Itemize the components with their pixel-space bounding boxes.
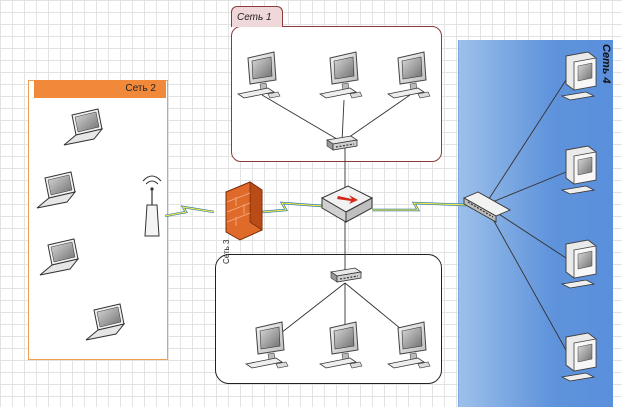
- desktop-computer-icon: [387, 51, 431, 99]
- wireless-access-point-icon: [142, 175, 162, 237]
- connection-lines: [261, 79, 567, 351]
- network-switch-icon: [326, 135, 358, 151]
- laptop-icon: [36, 171, 76, 209]
- network-switch-icon: [462, 191, 512, 223]
- desktop-computer-icon: [319, 51, 363, 99]
- desktop-computer-icon: [245, 321, 289, 369]
- desktop-computer-icon: [237, 51, 281, 99]
- network-1-tab: Сеть 1: [231, 6, 283, 27]
- network-2-header: Сеть 2: [34, 80, 166, 98]
- laptop-icon: [63, 108, 103, 146]
- network-1-label: Сеть 1: [237, 12, 272, 23]
- laptop-icon: [85, 303, 125, 341]
- desktop-computer-icon: [319, 321, 363, 369]
- server-icon: [561, 51, 597, 101]
- network-switch-icon: [330, 267, 362, 283]
- server-icon: [561, 239, 597, 289]
- wireless-link-lightning: [164, 201, 467, 218]
- laptop-icon: [39, 238, 79, 276]
- network-2-label: Сеть 2: [125, 83, 156, 94]
- desktop-computer-icon: [387, 321, 431, 369]
- server-icon: [561, 332, 597, 382]
- server-icon: [561, 145, 597, 195]
- firewall-icon: [225, 181, 263, 241]
- router-icon: [320, 185, 374, 223]
